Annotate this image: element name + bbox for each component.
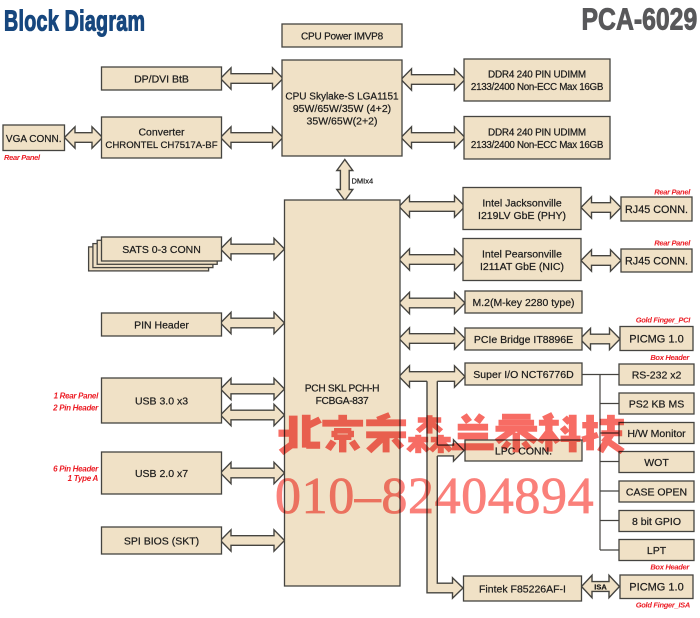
svg-text:WOT: WOT xyxy=(644,457,669,469)
svg-text:35W/65W(2+2): 35W/65W(2+2) xyxy=(307,115,378,127)
svg-text:USB 3.0 x3: USB 3.0 x3 xyxy=(135,395,188,407)
svg-text:1 Rear Panel: 1 Rear Panel xyxy=(54,392,100,401)
svg-text:SATS 0-3 CONN: SATS 0-3 CONN xyxy=(122,244,201,256)
svg-text:2133/2400 Non-ECC Max 16GB: 2133/2400 Non-ECC Max 16GB xyxy=(471,82,604,93)
svg-text:Box Header: Box Header xyxy=(650,563,690,572)
svg-text:Intel Jacksonville: Intel Jacksonville xyxy=(482,198,562,210)
svg-text:VGA CONN.: VGA CONN. xyxy=(6,134,62,145)
svg-text:2133/2400 Non-ECC Max 16GB: 2133/2400 Non-ECC Max 16GB xyxy=(471,140,604,151)
svg-text:Converter: Converter xyxy=(138,127,185,139)
svg-text:Rear Panel: Rear Panel xyxy=(654,188,691,197)
svg-text:Gold Finger_ISA: Gold Finger_ISA xyxy=(636,601,690,610)
svg-text:PICMG 1.0: PICMG 1.0 xyxy=(629,333,683,345)
svg-text:M.2(M-key 2280 type): M.2(M-key 2280 type) xyxy=(472,297,574,309)
svg-text:Rear Panel: Rear Panel xyxy=(654,239,691,248)
svg-text:SPI BIOS (SKT): SPI BIOS (SKT) xyxy=(124,535,199,547)
svg-text:DDR4 240 PIN UDIMM: DDR4 240 PIN UDIMM xyxy=(488,127,586,138)
svg-text:95W/65W/35W (4+2): 95W/65W/35W (4+2) xyxy=(293,103,391,115)
svg-text:DDR4 240 PIN UDIMM: DDR4 240 PIN UDIMM xyxy=(488,70,586,81)
svg-text:PCH SKL PCH-H: PCH SKL PCH-H xyxy=(305,384,379,395)
svg-text:Block Diagram: Block Diagram xyxy=(4,6,145,37)
svg-text:DMIx4: DMIx4 xyxy=(352,177,374,186)
svg-text:CASE OPEN: CASE OPEN xyxy=(626,486,687,498)
svg-text:ISA: ISA xyxy=(594,582,607,591)
svg-text:010–82404894: 010–82404894 xyxy=(275,468,594,525)
svg-text:Super I/O NCT6776D: Super I/O NCT6776D xyxy=(473,369,574,381)
svg-text:I219LV GbE (PHY): I219LV GbE (PHY) xyxy=(478,210,566,222)
svg-text:H/W Monitor: H/W Monitor xyxy=(627,428,686,440)
svg-text:Box Header: Box Header xyxy=(650,353,690,362)
svg-text:FCBGA-837: FCBGA-837 xyxy=(316,396,369,407)
svg-text:PCIe Bridge IT8896E: PCIe Bridge IT8896E xyxy=(474,334,573,346)
svg-text:8 bit GPIO: 8 bit GPIO xyxy=(632,516,681,528)
svg-text:6 Pin Header: 6 Pin Header xyxy=(53,464,99,473)
svg-text:Rear Panel: Rear Panel xyxy=(4,153,41,162)
svg-text:Intel Pearsonville: Intel Pearsonville xyxy=(482,249,562,261)
svg-text:Fintek F85226AF-I: Fintek F85226AF-I xyxy=(479,583,566,595)
svg-text:RS-232 x2: RS-232 x2 xyxy=(632,369,682,381)
svg-text:RJ45 CONN.: RJ45 CONN. xyxy=(625,204,688,216)
svg-text:1 Type A: 1 Type A xyxy=(68,474,99,483)
svg-text:PIN Header: PIN Header xyxy=(134,319,189,331)
svg-text:PCA-6029: PCA-6029 xyxy=(582,2,698,36)
svg-text:I211AT GbE (NIC): I211AT GbE (NIC) xyxy=(480,261,564,273)
svg-text:Gold Finger_PCI: Gold Finger_PCI xyxy=(636,316,691,325)
svg-text:LPC CONN.: LPC CONN. xyxy=(495,445,552,457)
svg-text:2 Pin Header: 2 Pin Header xyxy=(52,403,99,412)
svg-text:CHRONTEL CH7517A-BF: CHRONTEL CH7517A-BF xyxy=(105,140,217,151)
svg-text:PS2 KB MS: PS2 KB MS xyxy=(629,398,684,410)
svg-text:PICMG 1.0: PICMG 1.0 xyxy=(629,582,683,594)
svg-text:DP/DVI BtB: DP/DVI BtB xyxy=(134,73,189,85)
svg-text:USB 2.0 x7: USB 2.0 x7 xyxy=(135,468,188,480)
svg-text:CPU Skylake-S LGA1151: CPU Skylake-S LGA1151 xyxy=(285,91,399,102)
svg-text:CPU Power IMVP8: CPU Power IMVP8 xyxy=(301,31,384,42)
svg-text:RJ45 CONN.: RJ45 CONN. xyxy=(625,256,688,268)
svg-text:LPT: LPT xyxy=(647,545,667,557)
